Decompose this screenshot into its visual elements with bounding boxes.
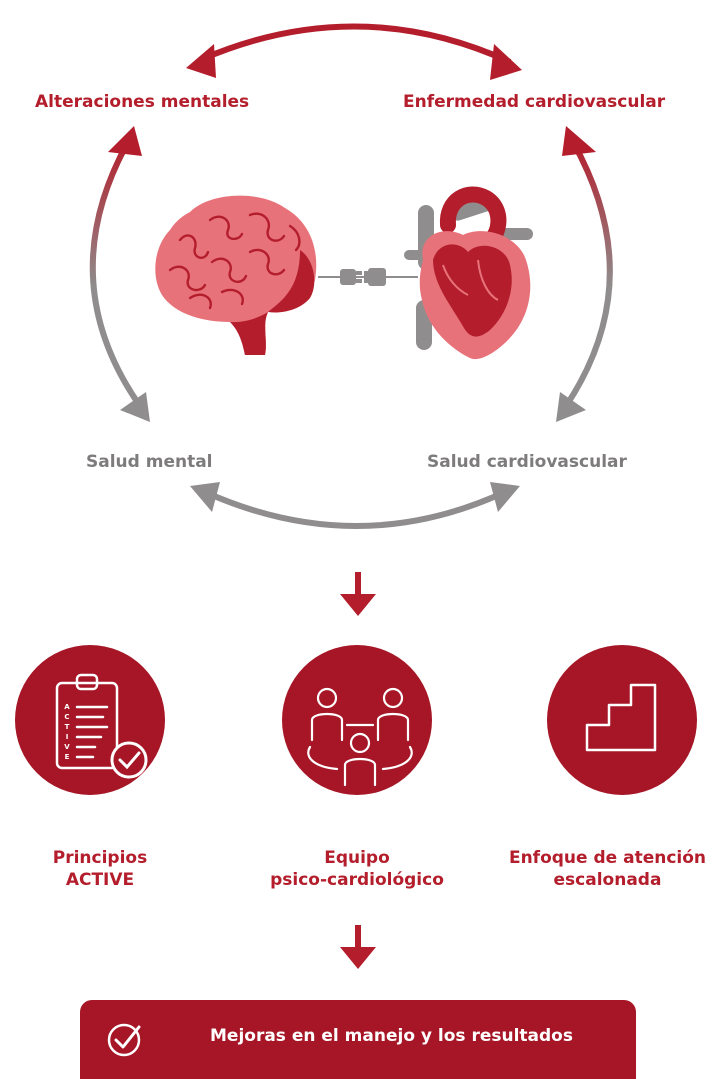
arrowhead-bottom-left [190, 482, 220, 512]
clipboard-letter-i: I [66, 733, 69, 741]
down-arrow-2 [340, 925, 376, 969]
down-arrow-1 [340, 572, 376, 616]
stairs-icon [585, 683, 657, 752]
clipboard-circle: A C T I V E [15, 645, 165, 795]
clipboard-letter-e: E [65, 753, 70, 761]
clipboard-letter-t: T [65, 723, 70, 731]
team-icon [307, 687, 413, 787]
label-salud-mental: Salud mental [86, 452, 213, 472]
arrow-bottom [203, 489, 507, 529]
check-circle-icon [107, 1023, 141, 1057]
caption-enfoque: Enfoque de atención escalonada [500, 847, 715, 891]
label-salud-cardiovascular: Salud cardiovascular [427, 452, 627, 472]
arrowhead-right-bottom [556, 392, 586, 422]
arrowhead-bottom-right [490, 482, 520, 512]
banner-text: Mejoras en el manejo y los resultados [210, 1026, 573, 1046]
caption-line1: Equipo [324, 848, 390, 868]
caption-principios-active: Principios ACTIVE [20, 847, 180, 891]
clipboard-letter-c: C [64, 713, 69, 721]
arrow-right [563, 140, 613, 408]
caption-line2: ACTIVE [65, 870, 135, 890]
cycle-arrows [89, 23, 613, 529]
caption-line2: psico-cardiológico [270, 870, 444, 890]
caption-equipo: Equipo psico-cardiológico [262, 847, 452, 891]
arrow-left [89, 140, 143, 408]
caption-line2: escalonada [553, 870, 662, 890]
arrowhead-top-left [186, 44, 216, 78]
arrowhead-right-top [562, 126, 596, 156]
label-alteraciones-mentales: Alteraciones mentales [35, 92, 250, 112]
team-circle [282, 645, 432, 795]
arrowhead-left-bottom [120, 392, 150, 422]
clipboard-checklist-icon: A C T I V E [55, 673, 148, 779]
heart-icon [404, 186, 533, 360]
label-enfermedad-cardiovascular: Enfermedad cardiovascular [403, 92, 666, 112]
clipboard-letter-v: V [64, 743, 70, 751]
result-banner: Mejoras en el manejo y los resultados [80, 1000, 636, 1079]
arrowhead-left-top [108, 126, 142, 156]
arrowhead-top-right [490, 44, 522, 80]
brain-icon [155, 195, 317, 355]
stairs-circle [547, 645, 697, 795]
plug-connector-icon [318, 268, 418, 286]
arrow-top [198, 23, 512, 65]
caption-line1: Principios [52, 848, 148, 868]
caption-line1: Enfoque de atención [508, 848, 707, 868]
clipboard-letter-a: A [64, 703, 70, 711]
